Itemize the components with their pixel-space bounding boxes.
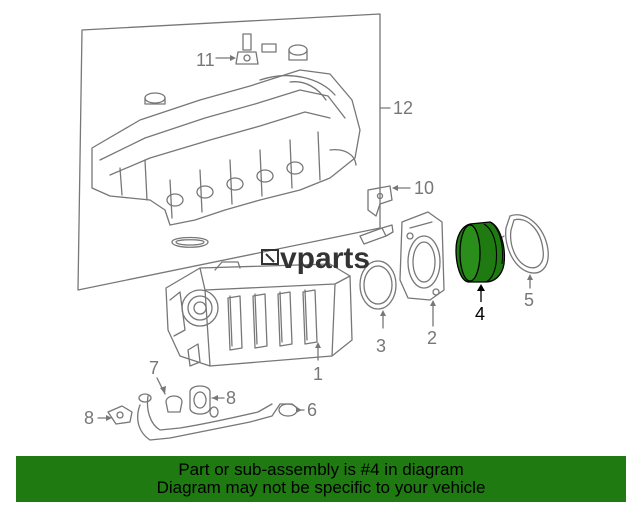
bracket-part-10 [367,185,393,217]
intercooler-part-1 [165,261,353,367]
callout-2: 2 [427,328,437,348]
callout-12: 12 [393,98,413,118]
watermark-text: vparts [280,242,370,275]
callout-4: 4 [475,304,485,324]
callout-1: 1 [313,364,323,384]
gasket-part-3 [359,260,397,310]
parts-diagram: vparts 11 12 10 3 2 4 5 1 7 8 8 6 [77,13,549,441]
banner-line-part-number: Part or sub-assembly is #4 in diagram [178,460,464,479]
callout-7: 7 [149,358,159,378]
sensor-part [359,224,394,245]
intake-manifold-part [91,69,361,226]
arrowhead-2 [430,300,436,306]
cap-part [144,92,166,105]
clamp-part-5 [497,214,549,274]
throttle-body-part-2 [399,211,445,301]
callout-8-right: 8 [226,388,236,408]
manifold-gasket-ring [171,236,209,248]
banner-line-disclaimer: Diagram may not be specific to your vehi… [156,478,486,497]
callout-3: 3 [376,336,386,356]
bolt-bracket-part-11 [235,33,308,65]
arrowhead-1 [315,342,321,348]
arrowhead-11 [230,55,236,61]
arrowhead-3 [380,310,386,316]
arrowhead-8b [212,395,218,401]
arrowhead-8a [106,415,112,421]
manifold-group-outline [77,13,381,291]
arrowhead-6 [296,407,302,413]
callout-5: 5 [524,290,534,310]
clip-part-8-left [97,405,133,425]
coolant-pipe-part-6 [137,393,305,441]
arrowhead-5 [527,274,533,280]
clip-part-8-right [189,385,225,418]
highlighted-part-4 [455,221,506,302]
info-banner: Part or sub-assembly is #4 in diagram Di… [16,456,626,502]
callout-6: 6 [307,400,317,420]
callout-8-left: 8 [84,408,94,428]
watermark-logo: vparts [261,242,370,275]
hose-part-7 [156,377,183,413]
arrowhead-7 [160,386,166,394]
arrowhead-10 [392,185,398,191]
callout-11: 11 [196,50,215,70]
callout-10: 10 [414,178,434,198]
